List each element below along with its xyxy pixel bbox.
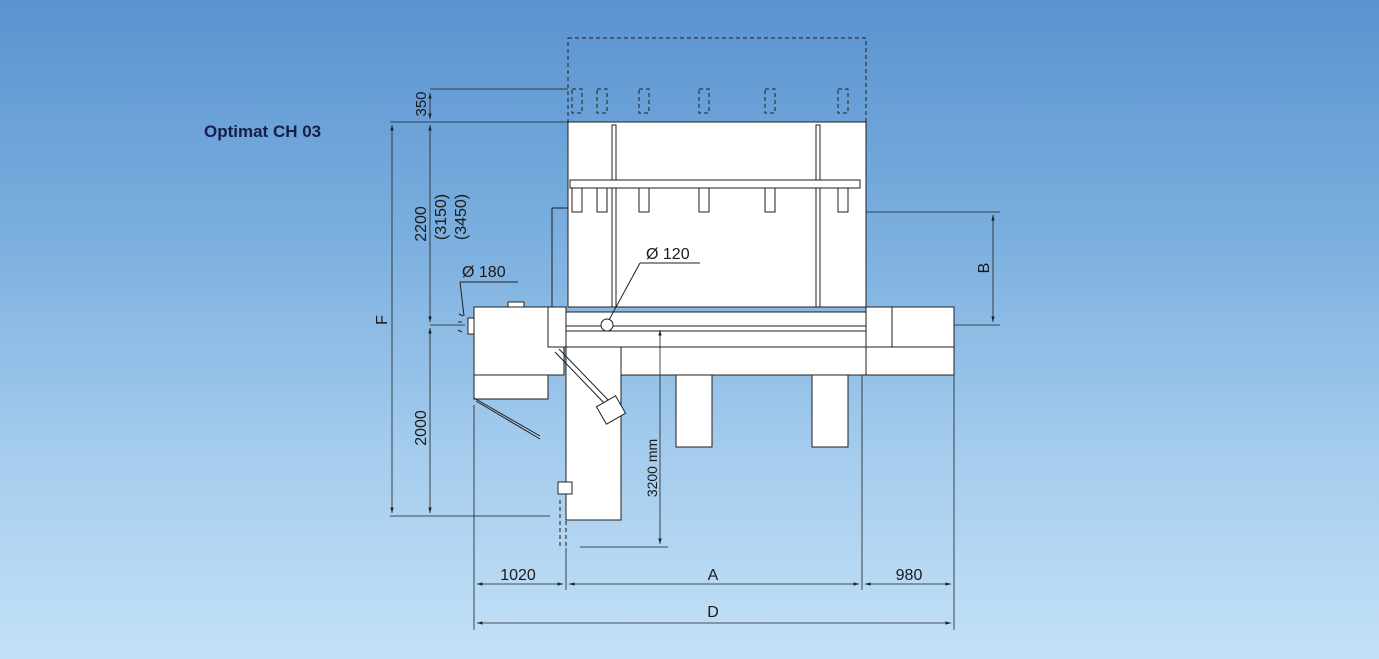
dia-180-label: Ø 180 — [462, 264, 506, 281]
dimension-lines — [390, 93, 995, 625]
upper-table — [551, 121, 867, 308]
dim-980-label: 980 — [896, 567, 923, 584]
leader-180 — [459, 281, 465, 317]
dim-F-label: F — [374, 315, 391, 325]
dashed-extension — [567, 37, 867, 123]
dim-2200-label: 2200 — [413, 206, 430, 242]
spindle-180-marker — [467, 317, 475, 335]
leader-120 — [608, 262, 641, 321]
side-tables — [473, 301, 955, 400]
dim-350-label: 350 — [413, 91, 430, 116]
dia-120-label: Ø 120 — [646, 246, 690, 263]
dim-3200-label: 3200 mm — [644, 439, 660, 497]
lower-supports — [473, 346, 849, 548]
dim-1020-label: 1020 — [500, 567, 536, 584]
dim-D-label: D — [707, 604, 719, 621]
dim-2000-label: 2000 — [413, 410, 430, 446]
dim-3450-label: (3450) — [453, 194, 470, 240]
page-title: Optimat CH 03 — [204, 122, 322, 141]
dim-3150-label: (3150) — [433, 194, 450, 240]
extension-lines — [390, 88, 1000, 630]
dim-B-label: B — [976, 263, 993, 274]
dim-A-label: A — [708, 567, 719, 584]
spindle-120-marker — [600, 318, 614, 332]
